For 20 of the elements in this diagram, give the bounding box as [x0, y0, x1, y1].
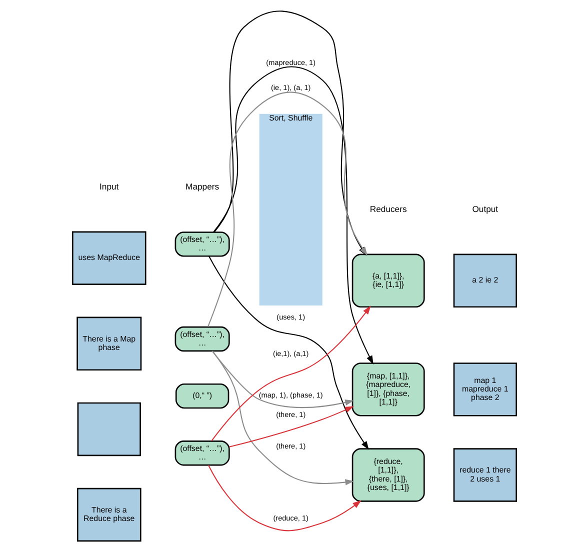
arrow: [210, 306, 370, 442]
label: Reducers: [369, 204, 406, 214]
arrow: [211, 350, 354, 408]
arrow: [212, 66, 373, 364]
arrow: [208, 464, 361, 532]
edge-label: (reduce, 1): [272, 514, 308, 523]
node-box: [76, 402, 140, 456]
label: Input: [99, 181, 118, 192]
edge-label: (ie, 1), (a, 1): [270, 83, 310, 92]
edge-label: (there, 1): [276, 410, 306, 420]
edge-label: (mapreduce, 1): [266, 58, 316, 67]
arrow: [212, 350, 354, 486]
label: Mappers: [185, 181, 219, 192]
arrow: [228, 406, 354, 448]
edge-label: (map, 1), (phase, 1): [258, 390, 322, 400]
edge-label: (there, 1): [276, 441, 306, 450]
edge-label: (ie,1), (a,1): [272, 349, 308, 358]
arrow: [208, 256, 368, 450]
label: Output: [472, 204, 498, 214]
edge-label: (uses, 1): [276, 312, 305, 322]
